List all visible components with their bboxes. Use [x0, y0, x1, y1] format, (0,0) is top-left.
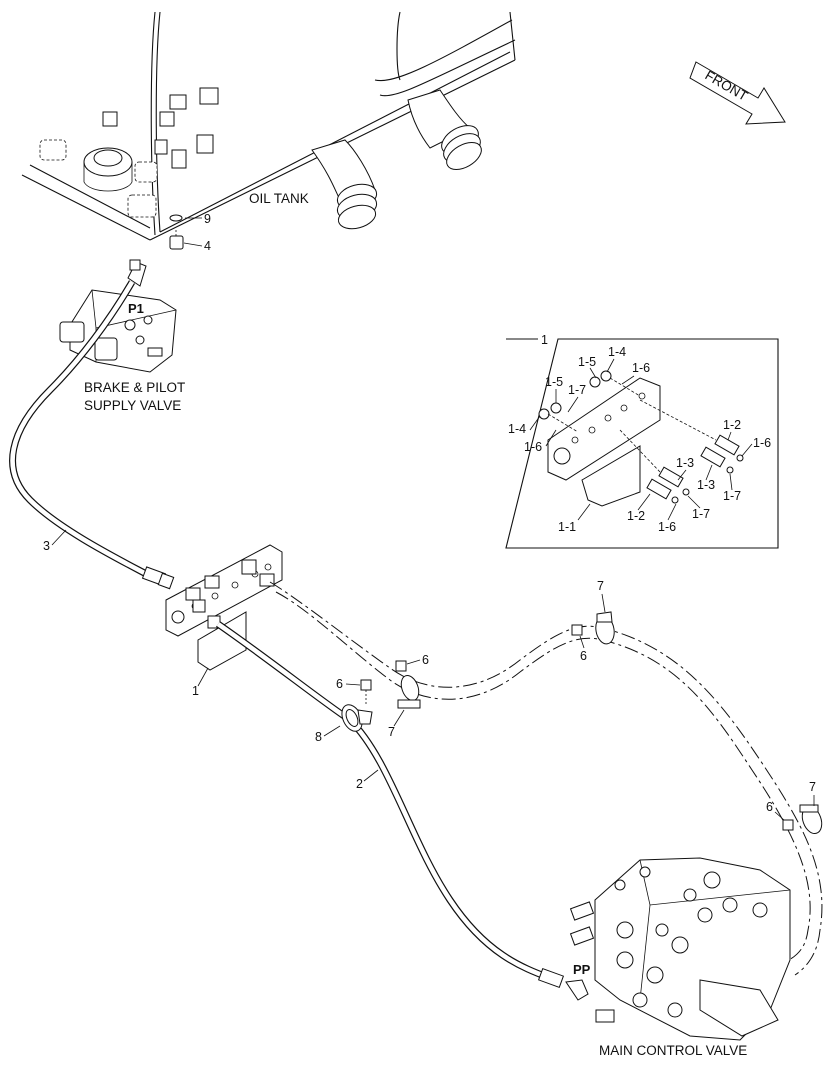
bolt-6b: [360, 679, 372, 704]
clamp-8: [341, 704, 373, 732]
bolt-heads: [102, 87, 219, 169]
inset-1-4a: 1-4: [608, 345, 626, 359]
inset-1-6c: 1-6: [753, 436, 771, 450]
inset-1-2b: 1-2: [627, 509, 645, 523]
callout-8: 8: [315, 730, 322, 744]
inset-1-2a: 1-2: [723, 418, 741, 432]
callout-4: 4: [204, 239, 211, 253]
callout-2: 2: [356, 777, 363, 791]
main-control-valve-label: MAIN CONTROL VALVE: [599, 1043, 747, 1058]
port-pp-label: PP: [573, 962, 591, 977]
inset-1-5a: 1-5: [578, 355, 596, 369]
callout-7b: 7: [597, 579, 604, 593]
callout-9: 9: [204, 212, 211, 226]
inset-1-7a: 1-7: [568, 383, 586, 397]
inset-1-3a: 1-3: [676, 456, 694, 470]
hose-2: [216, 621, 589, 1001]
brake-pilot-label-2: SUPPLY VALVE: [84, 398, 181, 413]
callout-6d: 6: [766, 800, 773, 814]
port-p1-label: P1: [128, 301, 144, 316]
clamp-7a: [397, 674, 421, 709]
inset-1-6d: 1-6: [658, 520, 676, 534]
callout-1: 1: [192, 684, 199, 698]
inset-1-7c: 1-7: [692, 507, 710, 521]
inset-title: 1: [541, 333, 548, 347]
inset-1-6a: 1-6: [632, 361, 650, 375]
bolt-6d: [782, 819, 794, 831]
oil-tank: [21, 11, 516, 250]
oil-tank-label: OIL TANK: [249, 191, 309, 206]
brake-pilot-supply-valve: [59, 259, 177, 373]
callout-7c: 7: [809, 780, 816, 794]
front-arrow: FRONT: [689, 61, 786, 125]
clamp-7b: [595, 611, 615, 645]
inset-1-6b: 1-6: [524, 440, 542, 454]
inset-1-3b: 1-3: [697, 478, 715, 492]
clamp-7c: [799, 804, 823, 835]
inset-box: [505, 338, 779, 549]
inset-1-4b: 1-4: [508, 422, 526, 436]
hose-3: [9, 280, 175, 590]
callout-6b: 6: [336, 677, 343, 691]
callout-3: 3: [43, 539, 50, 553]
bolt-6a: [395, 660, 407, 672]
callout-7a: 7: [388, 725, 395, 739]
main-control-valve: [569, 857, 791, 1041]
bolt-6c: [571, 624, 583, 636]
callout-6a: 6: [422, 653, 429, 667]
callout-6c: 6: [580, 649, 587, 663]
bracket-1: [165, 544, 283, 671]
inset-leaders: [529, 358, 753, 521]
brake-pilot-label-1: BRAKE & PILOT: [84, 380, 185, 395]
inset-1-5b: 1-5: [545, 375, 563, 389]
inset-1-1: 1-1: [558, 520, 576, 534]
inset-1-7b: 1-7: [723, 489, 741, 503]
